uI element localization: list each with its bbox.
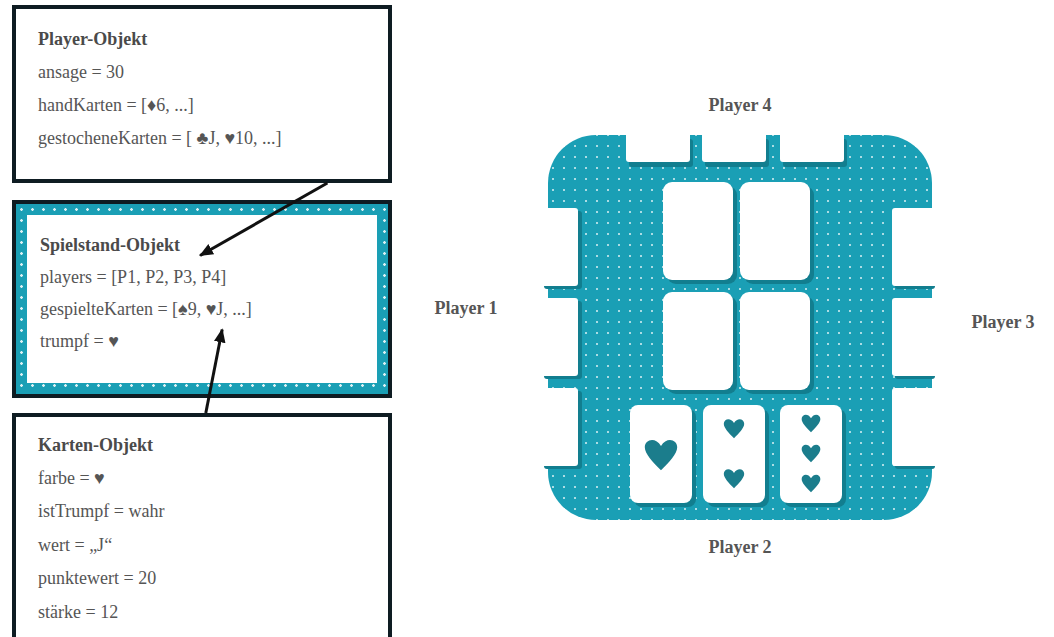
- hand-cards: [630, 405, 846, 507]
- played-cards: [663, 182, 814, 394]
- attribute-line: istTrumpf = wahr: [38, 495, 165, 528]
- inner-panel: Spielstand-Objektplayers = [P1, P2, P3, …: [27, 215, 377, 383]
- attribute-line: punktewert = 20: [38, 562, 156, 595]
- object-title: Spielstand-Objekt: [40, 229, 180, 261]
- board-surface: [548, 135, 932, 520]
- attribute-line: ansage = 30: [38, 56, 124, 89]
- attribute-line: farbe = ♥: [38, 462, 105, 495]
- box-content: Player-Objektansage = 30handKarten = [♦6…: [16, 9, 388, 179]
- player-label: Player 1: [434, 298, 497, 319]
- box-content: Karten-Objektfarbe = ♥istTrumpf = wahrwe…: [16, 417, 388, 637]
- object-title: Player-Objekt: [38, 23, 147, 56]
- attribute-line: gestocheneKarten = [ ♣J, ♥10, ...]: [38, 122, 282, 155]
- attribute-line: handKarten = [♦6, ...]: [38, 89, 194, 122]
- object-box: Karten-Objektfarbe = ♥istTrumpf = wahrwe…: [12, 413, 392, 637]
- object-title: Karten-Objekt: [38, 429, 153, 462]
- object-box: Player-Objektansage = 30handKarten = [♦6…: [12, 5, 392, 183]
- player-label: Player 3: [971, 312, 1034, 333]
- player-label: Player 2: [708, 537, 771, 558]
- attribute-line: gespielteKarten = [♠9, ♥J, ...]: [40, 293, 252, 325]
- player-label: Player 4: [708, 95, 771, 116]
- attribute-line: stärke = 12: [38, 596, 118, 629]
- attribute-line: players = [P1, P2, P3, P4]: [40, 261, 226, 293]
- attribute-line: trumpf = ♥: [40, 325, 119, 357]
- state-object-box: Spielstand-Objektplayers = [P1, P2, P3, …: [12, 200, 392, 398]
- attribute-line: wert = „J“: [38, 529, 112, 562]
